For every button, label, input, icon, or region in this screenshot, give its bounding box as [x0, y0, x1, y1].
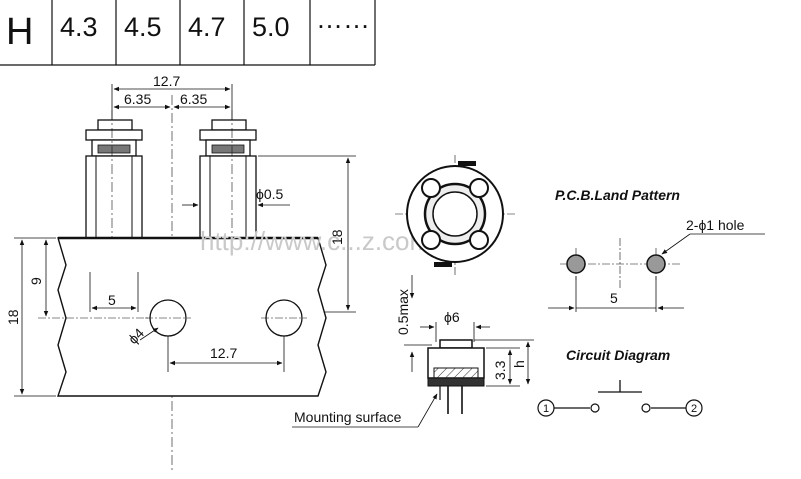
- mounting-surface-label: Mounting surface: [294, 409, 402, 425]
- height-table-header: H: [6, 11, 33, 53]
- dim-total-width: 12.7: [153, 73, 180, 89]
- circuit-diagram: Circuit Diagram 1 2: [537, 347, 703, 417]
- height-value-4: 5.0: [252, 12, 290, 42]
- pcb-land-pattern: P.C.B.Land Pattern 2-ϕ1 hole 5: [548, 187, 765, 312]
- watermark: http://www.c...z.com: [200, 226, 431, 256]
- side-view-drawing: 12.7 6.35 6.35: [5, 73, 356, 470]
- dim-h: h: [511, 360, 527, 368]
- pcb-spacing: 5: [610, 290, 618, 306]
- dim-height-right: 18: [329, 229, 345, 245]
- switch-left: [85, 110, 143, 300]
- height-value-3: 4.7: [188, 12, 226, 42]
- dim-pin-diameter: ϕ0.5: [256, 186, 284, 202]
- pin-2-label: 2: [691, 403, 697, 415]
- dim-half-height: 9: [28, 277, 44, 285]
- circuit-title: Circuit Diagram: [566, 347, 670, 363]
- pin-1-marker: [537, 399, 555, 417]
- dim-half-left: 6.35: [124, 91, 151, 107]
- pin-1-label: 1: [543, 403, 549, 415]
- height-table: H 4.3 4.5 4.7 5.0 ……: [0, 0, 376, 66]
- top-view-drawing: [395, 155, 515, 275]
- dim-hole-spacing: 12.7: [210, 345, 237, 361]
- dim-max-overhang: 0.5max: [395, 289, 411, 335]
- dim-height-left: 18: [5, 309, 21, 325]
- height-value-2: 4.5: [124, 12, 162, 42]
- height-value-ellipsis: ……: [316, 4, 370, 34]
- pcb-hole-label: 2-ϕ1 hole: [686, 217, 745, 233]
- pcb-board: [57, 236, 327, 397]
- dim-cap-diameter: ϕ6: [444, 309, 460, 325]
- pcb-pattern-title: P.C.B.Land Pattern: [555, 187, 680, 203]
- pin-2-marker: [685, 399, 703, 417]
- profile-view-drawing: 0.5max ϕ6 3.3 h Mounting surface: [292, 275, 534, 428]
- height-value-1: 4.3: [60, 12, 98, 42]
- dim-half-right: 6.35: [180, 91, 207, 107]
- switch-right: [199, 110, 257, 300]
- pcb-pad-left: [566, 254, 586, 274]
- dim-pin-offset: 5: [108, 292, 116, 308]
- dim-body-height: 3.3: [492, 360, 508, 380]
- pcb-pad-right: [646, 254, 666, 274]
